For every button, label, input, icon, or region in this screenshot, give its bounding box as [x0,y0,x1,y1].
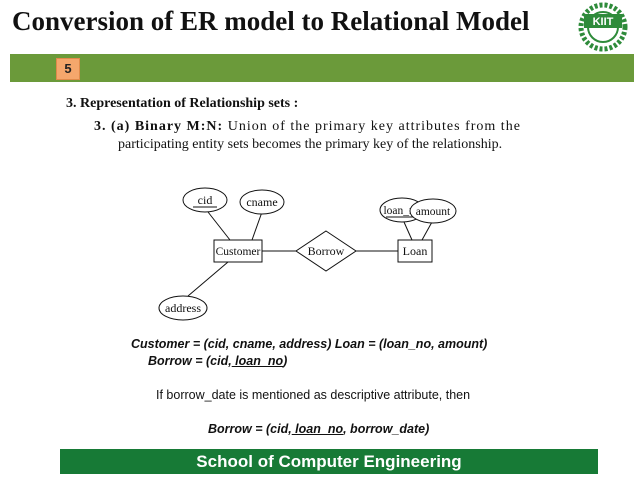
descriptive-attribute-note: If borrow_date is mentioned as descripti… [156,388,471,402]
relation-schema-line: Customer = (cid, cname, address) Loan = … [131,337,488,351]
attr-cname-label: cname [246,195,277,209]
attr-address [158,295,208,321]
borrow-schema-with-date: Borrow = (cid, loan_no, borrow_date) [208,422,429,436]
entity-loan [397,239,433,263]
borrow-date-key: loan_no [291,422,344,436]
entity-customer-label: Customer [216,246,261,258]
relationship-borrow-label: Borrow [308,244,345,258]
entity-customer [213,239,263,263]
subsection-line2: participating entity sets becomes the pr… [118,137,503,152]
subsection-line1: Union of the primary key attributes from… [223,119,521,134]
subsection-lead: 3. (a) Binary M:N: [94,119,224,134]
er-diagram: cid cname address Customer Borrow Loan l… [158,187,457,321]
borrow-date-suffix: , borrow_date) [343,422,430,436]
borrow-schema-prefix: Borrow = (cid, [148,354,232,368]
attr-amount [409,198,457,224]
slide-title: Conversion of ER model to Relational Mod… [12,6,530,36]
borrow-date-prefix: Borrow = (cid, [208,422,292,436]
attr-amount-label: amount [416,206,451,218]
borrow-schema-suffix: ) [283,354,288,368]
subsection-text: 3. (a) Binary M:N: Union of the primary … [94,118,604,154]
entity-loan-label: Loan [403,244,428,258]
kiit-logo: KIIT [578,2,628,52]
edge-amount-loan [421,221,433,241]
section-heading: 3. Representation of Relationship sets : [66,96,299,111]
footer-banner: School of Computer Engineering [60,449,598,474]
edge-address-customer [187,261,229,297]
slide-number: 5 [56,58,80,80]
borrow-schema-key: loan_no [231,354,284,368]
attr-address-label: address [165,301,201,315]
edge-cname-customer [251,211,263,241]
borrow-schema: Borrow = (cid, loan_no) [148,354,287,368]
logo-text: KIIT [593,16,614,28]
header-bar [10,54,634,82]
edge-cid-customer [207,211,231,241]
attr-cid-label: cid [198,193,213,207]
attr-cname [239,189,285,215]
attr-cid [182,187,228,213]
edge-loanno-loan [403,221,413,241]
relationship-borrow [295,230,357,272]
